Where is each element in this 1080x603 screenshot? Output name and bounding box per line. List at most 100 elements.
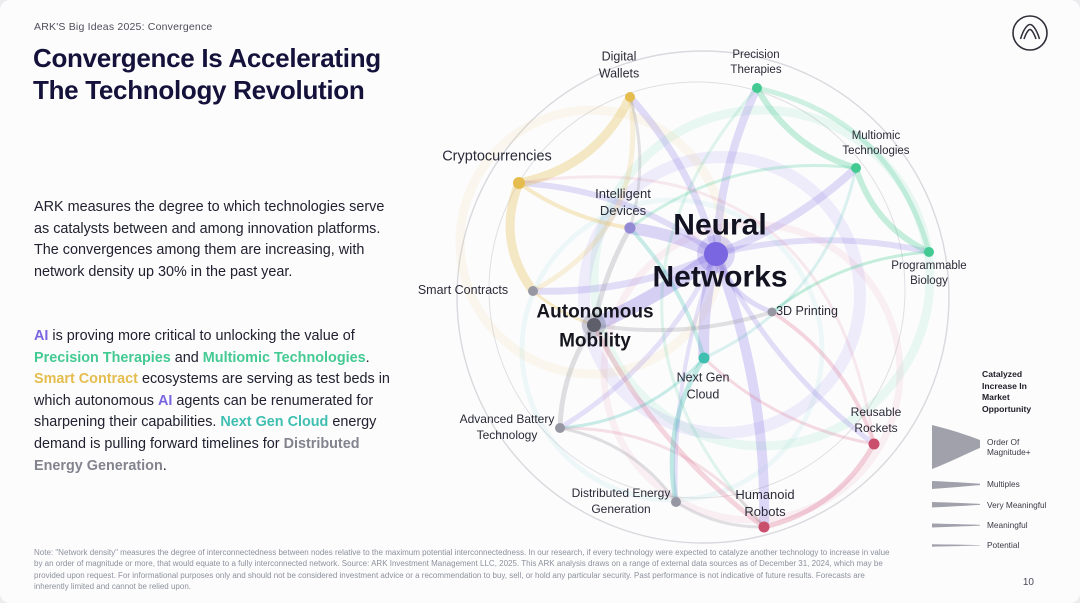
edge-next-gen-cloud--multiomic-technologies [702, 166, 858, 360]
keyword-ai: AI [34, 328, 49, 344]
edge-neural-networks--precision-therapies [712, 84, 761, 258]
legend-item-label: Multiples [987, 479, 1020, 490]
edge-reusable-rockets--cryptocurrencies [517, 175, 876, 446]
edge-neural-networks--next-gen-cloud [698, 248, 722, 364]
edge-neural-networks--digital-wallets [626, 93, 720, 258]
edge-neural-networks--multiomic-technologies [712, 164, 860, 258]
network-ring [488, 81, 906, 499]
node-halo-neural-networks [697, 235, 735, 273]
edge-cryptocurrencies--digital-wallets [514, 92, 635, 188]
legend-item-label: Meaningful [987, 520, 1028, 531]
edge-autonomous-mobility--3d-printing [592, 310, 774, 333]
edge-humanoid-robots--advanced-battery-technology [558, 426, 766, 529]
legend-wedge-icon [932, 523, 980, 528]
legend-item: Meaningful [932, 520, 1078, 530]
edge-cryptocurrencies--smart-contracts [505, 178, 538, 296]
node-label-3d-printing: 3D Printing [776, 303, 838, 318]
legend-item: Multiples [932, 479, 1078, 489]
edge-precision-therapies--programmable-biology [754, 85, 932, 255]
legend: Catalyzed Increase In Market Opportunity… [932, 369, 1078, 551]
body-text-segment: and [170, 349, 203, 366]
edge-neural-networks--programmable-biology [713, 237, 932, 257]
legend-wedge-icon [932, 544, 980, 547]
network-ring [519, 197, 825, 503]
edge-neural-networks--smart-contracts [529, 250, 720, 295]
node-neural-networks [704, 242, 728, 266]
edge-digital-wallets--smart-contracts [530, 94, 636, 294]
edge-autonomous-mobility--intelligent-devices [591, 225, 633, 328]
body-text-segment: . [365, 349, 370, 366]
edge-precision-therapies--multiomic-technologies [754, 85, 859, 171]
node-smart-contracts [528, 286, 538, 296]
network-ring [589, 105, 935, 451]
edge-programmable-biology--3d-printing [770, 250, 931, 314]
edge-next-gen-cloud--advanced-battery-technology [558, 356, 706, 430]
edge-humanoid-robots--autonomous-mobility [591, 322, 767, 530]
edge-reusable-rockets--next-gen-cloud [702, 356, 876, 446]
edge-neural-networks--humanoid-robots [711, 249, 770, 532]
edge-next-gen-cloud--intelligent-devices [628, 226, 706, 360]
page-title-line2: The Technology Revolution [33, 75, 365, 106]
node-reusable-rockets [868, 438, 880, 450]
edge-neural-networks--intelligent-devices [624, 222, 722, 260]
legend-item-label: Order Of Magnitude+ [987, 437, 1031, 458]
legend-title: Catalyzed Increase In Market Opportunity [982, 369, 1032, 414]
node-programmable-biology [924, 247, 934, 257]
edge-humanoid-robots--reusable-rockets [761, 441, 877, 530]
edge-multiomic-technologies--intelligent-devices [628, 163, 858, 230]
body-text-segment: ecosystems are serving as test beds in w… [34, 371, 390, 409]
legend-item-label: Potential [987, 540, 1020, 551]
node-next-gen-cloud [698, 352, 710, 364]
edge-reusable-rockets--3d-printing [770, 310, 876, 446]
keyword-distributed-energy-generation: Distributed Energy Generation [34, 436, 360, 474]
legend-item-label: Very Meaningful [987, 499, 1047, 510]
edge-intelligent-devices--digital-wallets [628, 95, 642, 230]
legend-item: Order Of Magnitude+ [932, 425, 1078, 470]
node-distributed-energy-generation [671, 497, 681, 507]
legend-item: Potential [932, 540, 1078, 550]
edge-precision-therapies--humanoid-robots [660, 86, 766, 529]
legend-item: Very Meaningful [932, 500, 1078, 510]
page-title-line1: Convergence Is Accelerating [33, 43, 381, 73]
edge-neural-networks--autonomous-mobility [587, 247, 723, 332]
node-intelligent-devices [624, 222, 636, 234]
node-label-smart-contracts: Smart Contracts [417, 282, 509, 297]
page-number: 10 [1022, 577, 1034, 588]
edge-neural-networks--distributed-energy-generation [673, 252, 718, 504]
edge-next-gen-cloud--distributed-energy-generation [669, 355, 707, 505]
keyword-precision-therapies: Precision Therapies [34, 349, 171, 366]
node-advanced-battery-technology [555, 423, 565, 433]
ark-logo [1010, 13, 1050, 53]
edge-autonomous-mobility--advanced-battery-technology [557, 322, 597, 431]
edge-neural-networks--cryptocurrencies [516, 180, 719, 257]
body-text-segment: agents can be renumerated for sharpening… [34, 392, 374, 431]
keyword-ai: AI [158, 392, 173, 409]
node-cryptocurrencies [513, 177, 525, 189]
body-paragraph: AI is proving more critical to unlocking… [34, 326, 396, 477]
legend-wedge-icon [932, 425, 980, 470]
page-title: Convergence Is Accelerating The Technolo… [33, 42, 381, 106]
edge-neural-networks--advanced-battery-technology [557, 251, 719, 431]
intro-paragraph: ARK measures the degree to which technol… [34, 199, 385, 280]
keyword-smart-contract: Smart Contract [34, 371, 138, 388]
legend-wedge-icon [932, 502, 980, 508]
edge-neural-networks--reusable-rockets [713, 251, 877, 447]
network-ring [578, 151, 866, 439]
keyword-multiomic-technologies: Multiomic Technologies [202, 349, 366, 366]
